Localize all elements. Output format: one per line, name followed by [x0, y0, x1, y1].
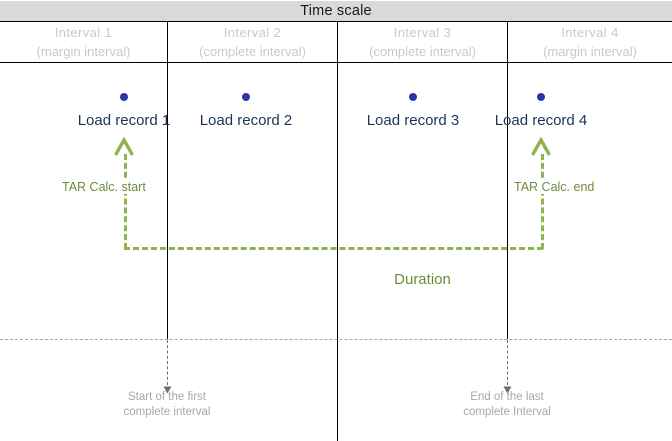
duration-bracket-base [124, 247, 543, 250]
end-marker-note-line1: End of the last [470, 391, 544, 403]
end-marker-note-line2: complete Interval [463, 406, 551, 418]
tar-start-label: TAR Calc. start [60, 180, 148, 194]
start-marker-arrow-icon [163, 381, 172, 394]
header-top-rule [0, 21, 672, 22]
column-divider-1 [167, 21, 168, 339]
load-record-dot-3 [409, 93, 417, 101]
load-record-label-1: Load record 1 [77, 112, 171, 129]
duration-label: Duration [394, 271, 451, 288]
interval-header-3-kind: (complete interval) [369, 44, 476, 59]
end-marker-arrow-icon [503, 381, 512, 394]
column-divider-3 [507, 21, 508, 339]
load-record-dot-1 [120, 93, 128, 101]
tar-end-label: TAR Calc. end [512, 180, 597, 194]
interval-header-1: Interval 1 (margin interval) [0, 23, 167, 61]
start-marker-note-line2: complete interval [123, 406, 211, 418]
start-marker-stem [167, 340, 168, 385]
tar-end-stem [541, 154, 544, 249]
interval-header-1-name: Interval 1 [54, 25, 113, 40]
interval-header-3-name: Interval 3 [393, 25, 452, 40]
load-record-dot-4 [537, 93, 545, 101]
end-marker-stem [507, 340, 508, 385]
end-marker-note: End of the last complete Interval [427, 390, 587, 420]
interval-header-4-name: Interval 4 [561, 25, 619, 40]
interval-header-2-name: Interval 2 [223, 25, 282, 40]
load-record-dot-2 [242, 93, 250, 101]
interval-header-2: Interval 2 (complete interval) [168, 23, 337, 61]
start-marker-note: Start of the first complete interval [87, 390, 247, 420]
tar-start-stem [124, 154, 127, 249]
page-title: Time scale [300, 3, 372, 19]
tar-start-arrow-icon [113, 136, 135, 157]
title-band [0, 1, 672, 21]
tar-end-arrow-icon [530, 136, 552, 157]
interval-header-3: Interval 3 (complete interval) [338, 23, 507, 61]
interval-header-2-kind: (complete interval) [199, 44, 306, 59]
start-marker-note-line1: Start of the first [128, 391, 206, 403]
interval-header-1-kind: (margin interval) [36, 44, 131, 59]
load-record-label-4: Load record 4 [494, 112, 588, 129]
load-record-label-3: Load record 3 [366, 112, 460, 129]
load-record-label-2: Load record 2 [199, 112, 293, 129]
interval-header-4-kind: (margin interval) [543, 44, 637, 59]
column-divider-2 [337, 21, 338, 441]
bottom-guide-line [0, 339, 672, 340]
interval-header-4: Interval 4 (margin interval) [508, 23, 672, 61]
header-bottom-rule [0, 62, 672, 63]
